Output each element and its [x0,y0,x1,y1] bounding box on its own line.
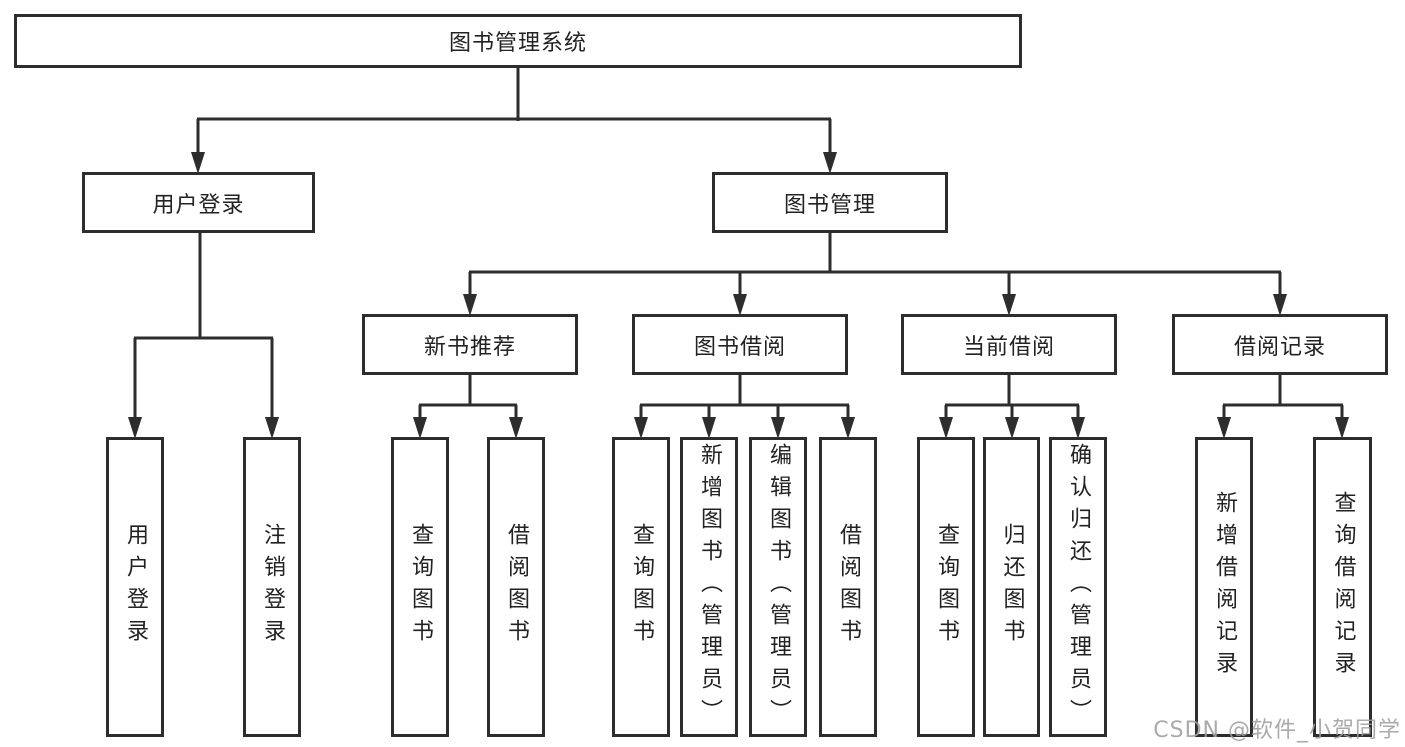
node-user-login-leaf: 用户登录 [106,437,164,737]
arrowhead-icon [1335,417,1349,439]
node-query-book-3: 查询图书 [917,437,975,737]
arrowhead-icon [702,417,716,439]
leaf-label: 借阅图书 [836,523,861,651]
section-label: 新书推荐 [423,334,516,360]
arrowhead-icon [128,417,142,439]
leaf-label: 注销登录 [260,523,285,651]
arrowhead-icon [1273,294,1287,316]
node-confirm-return-admin: 确认归还（管理员） [1049,437,1107,737]
node-root-label: 图书管理系统 [448,31,587,56]
node-query-book-2: 查询图书 [612,437,670,737]
node-user-login: 用户登录 [82,172,315,233]
node-add-borrow-record: 新增借阅记录 [1195,437,1253,737]
arrowhead-icon [733,294,747,316]
csdn-watermark: CSDN @软件_小贺同学 [1153,718,1401,743]
section-label: 图书借阅 [693,334,786,360]
node-logout-leaf: 注销登录 [243,437,301,737]
node-current-borrow: 当前借阅 [901,314,1117,375]
node-query-book-1: 查询图书 [391,437,449,737]
leaf-label: 查询图书 [629,523,654,651]
arrowhead-icon [191,152,205,174]
arrowhead-icon [771,417,785,439]
leaf-label: 归还图书 [999,523,1025,651]
arrowhead-icon [1002,294,1016,316]
arrowhead-icon [265,417,279,439]
arrowhead-icon [1005,417,1019,439]
node-borrow-record: 借阅记录 [1172,314,1388,375]
node-book-mgmt: 图书管理 [712,172,948,233]
node-book-borrow: 图书借阅 [632,314,848,375]
arrowhead-icon [634,417,648,439]
arrowhead-icon [413,417,427,439]
leaf-label: 编辑图书（管理员） [766,443,791,731]
node-new-book-rec: 新书推荐 [362,314,578,375]
leaf-label: 查询图书 [408,523,433,651]
arrowhead-icon [509,417,523,439]
node-book-mgmt-label: 图书管理 [783,192,876,218]
arrowhead-icon [1217,417,1231,439]
node-user-login-label: 用户登录 [152,192,245,218]
node-edit-book-admin: 编辑图书（管理员） [749,437,807,737]
arrowhead-icon [463,294,477,316]
leaf-label: 新增借阅记录 [1212,491,1237,683]
node-query-borrow-record: 查询借阅记录 [1313,437,1372,737]
leaf-label: 新增图书（管理员） [697,443,722,731]
section-label: 当前借阅 [962,334,1055,360]
arrowhead-icon [939,417,953,439]
node-add-book-admin: 新增图书（管理员） [680,437,738,737]
leaf-label: 查询图书 [934,523,959,651]
leaf-label: 查询借阅记录 [1330,491,1356,683]
leaf-label: 用户登录 [123,523,148,651]
node-return-book: 归还图书 [983,437,1040,737]
arrowhead-icon [823,152,837,174]
node-borrow-book-1: 借阅图书 [487,437,545,737]
node-root: 图书管理系统 [14,14,1022,68]
arrowhead-icon [841,417,855,439]
node-borrow-book-2: 借阅图书 [819,437,877,737]
arrowhead-icon [1071,417,1085,439]
leaf-label: 借阅图书 [504,523,529,651]
leaf-label: 确认归还（管理员） [1066,443,1091,731]
section-label: 借阅记录 [1233,334,1326,360]
